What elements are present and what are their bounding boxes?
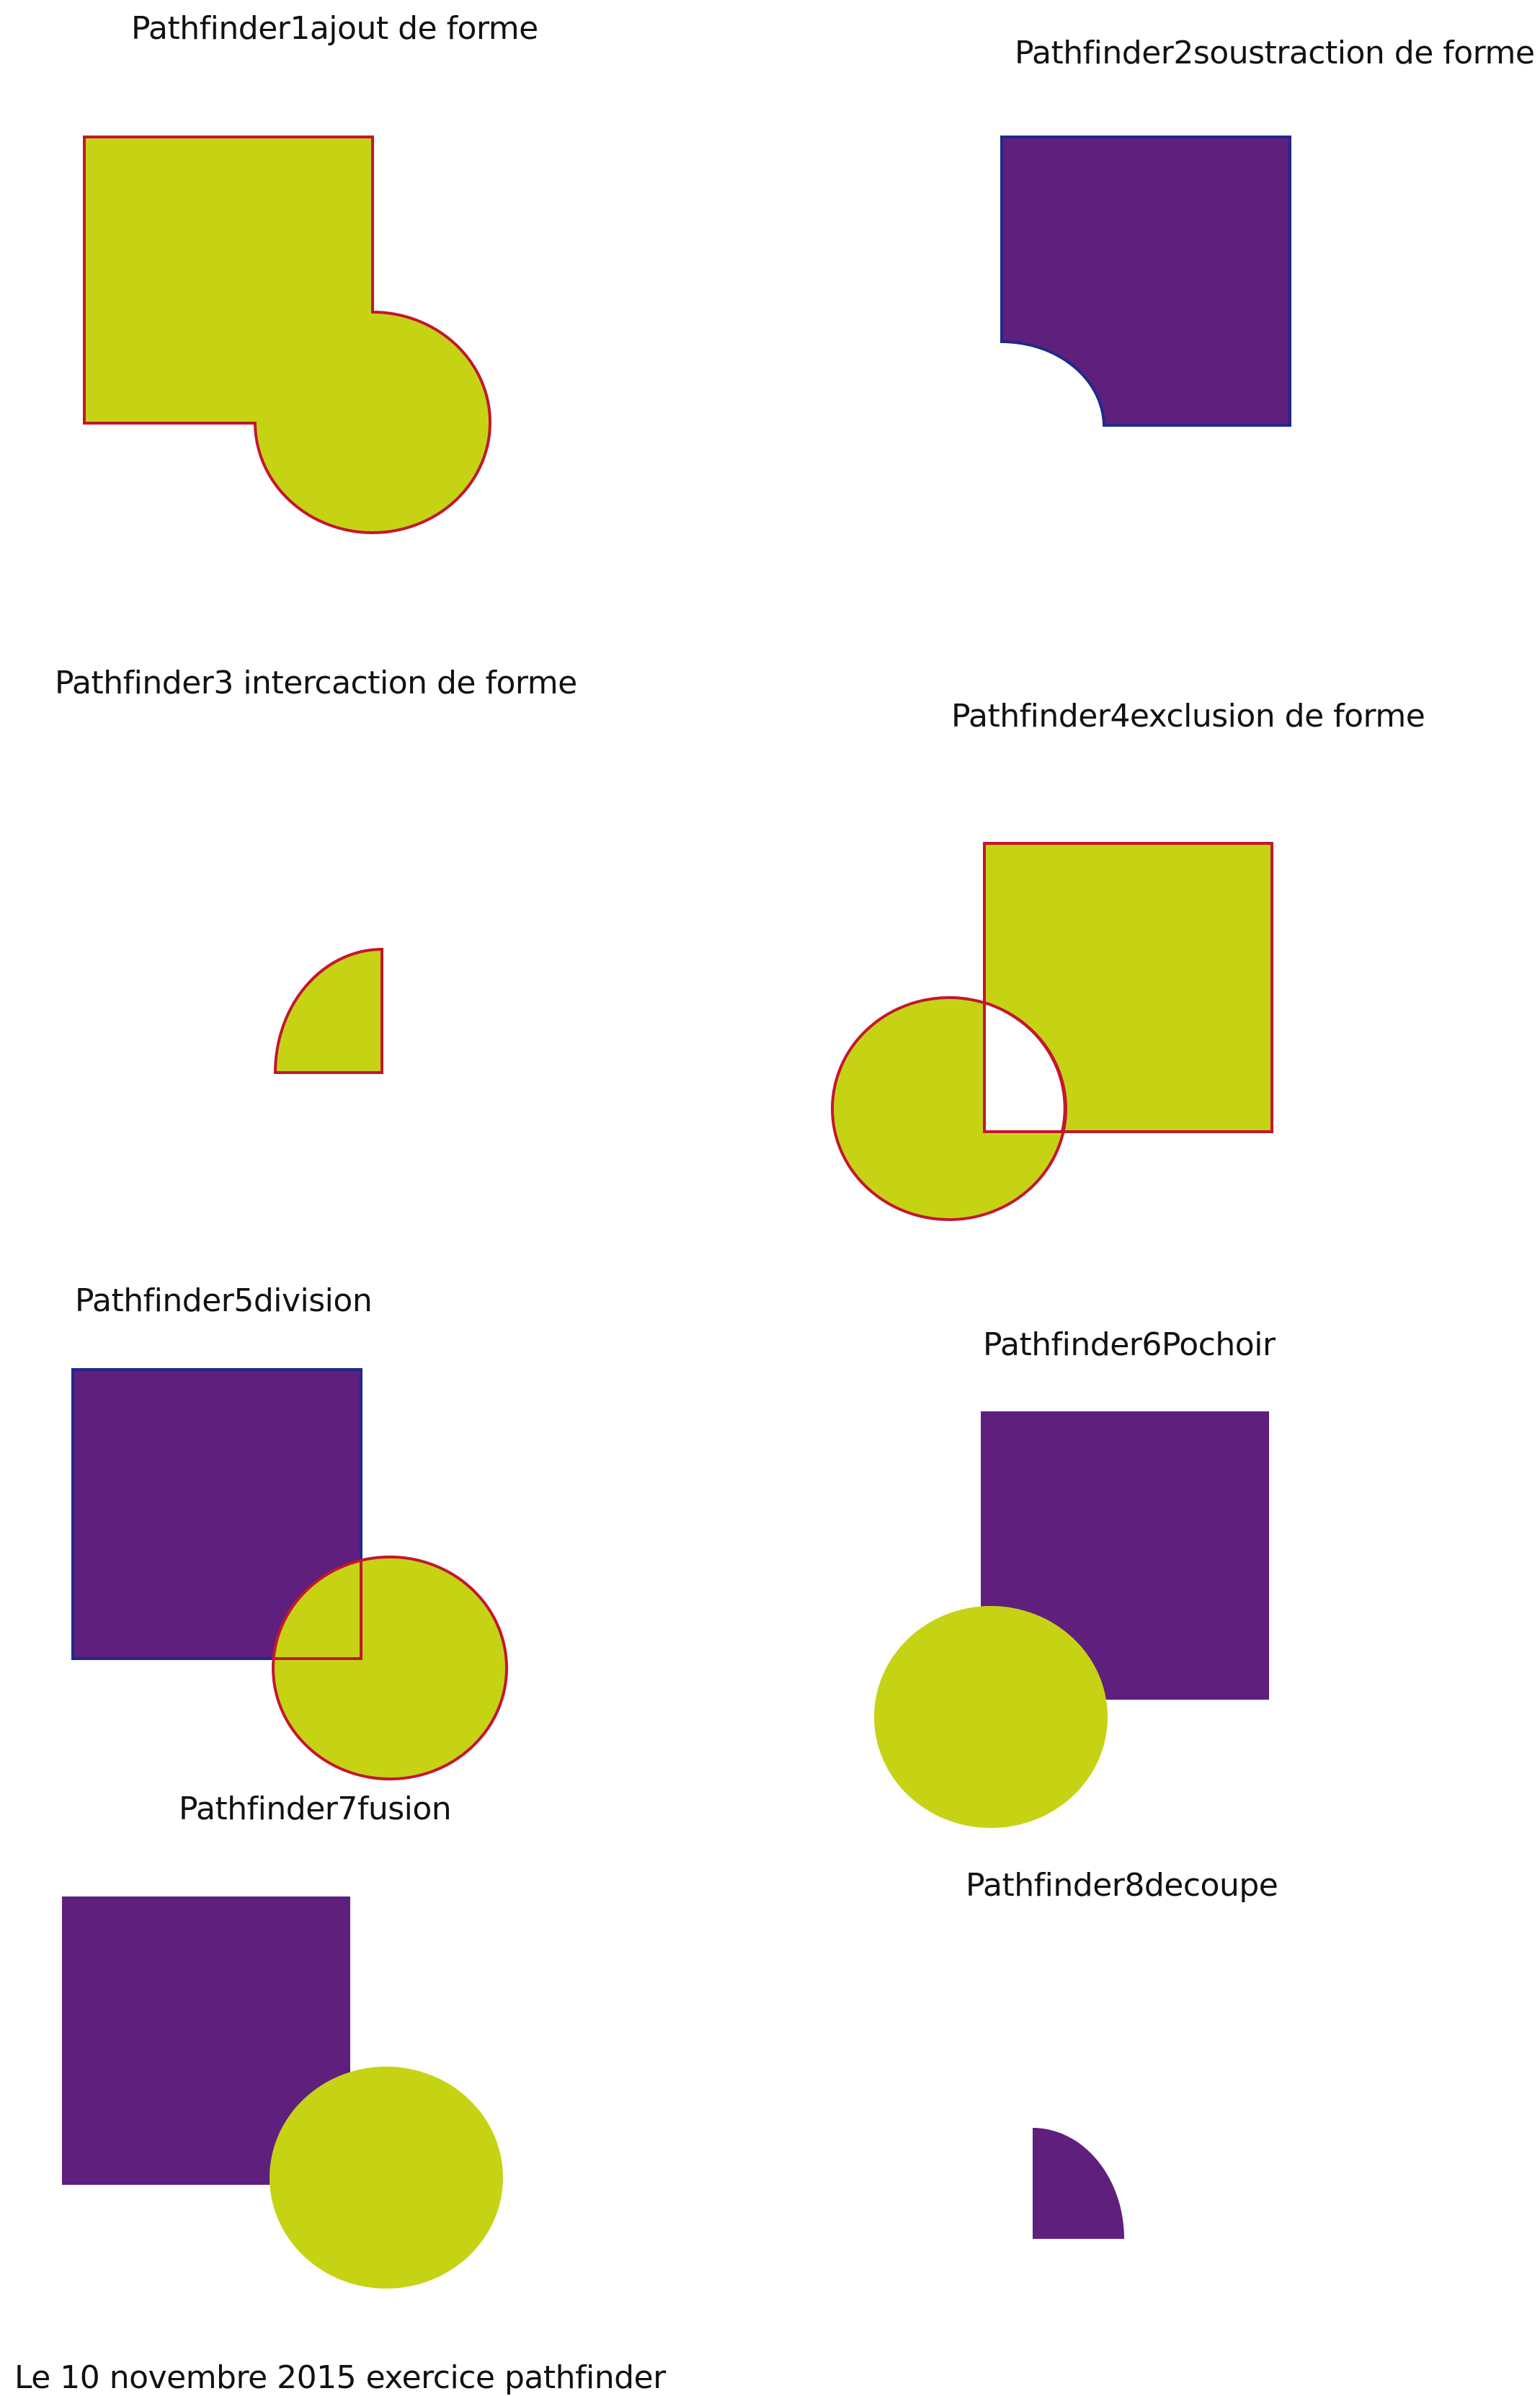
label-pathfinder-2: Pathfinder2soustraction de forme (1015, 35, 1535, 71)
label-pathfinder-8: Pathfinder8decoupe (966, 1867, 1278, 1904)
unite-merged-shape (83, 136, 491, 534)
footer-caption: Le 10 novembre 2015 exercice pathfinder (14, 2359, 666, 2396)
shape-unite (83, 136, 491, 534)
label-pathfinder-5: Pathfinder5division (75, 1282, 373, 1319)
minus-front-shape (1000, 136, 1291, 427)
shape-stencil (874, 1411, 1269, 1828)
divide-overlap-outline (274, 1560, 362, 1660)
shape-divide (71, 1368, 508, 1780)
stencil-circle (874, 1606, 1108, 1828)
shape-intersect (273, 947, 383, 1074)
shape-crop (1033, 2128, 1124, 2239)
label-pathfinder-1: Pathfinder1ajout de forme (131, 10, 538, 47)
exclude-overlap-hole (984, 1003, 1065, 1132)
crop-quarter-shape (1033, 2128, 1124, 2239)
merge-circle (270, 2067, 503, 2289)
shape-minus-front (1000, 136, 1291, 427)
shape-exclude (831, 842, 1273, 1221)
shape-merge (62, 1896, 503, 2289)
label-pathfinder-7: Pathfinder7fusion (179, 1791, 452, 1827)
exclude-overlap-outline (983, 1000, 1067, 1133)
label-pathfinder-4: Pathfinder4exclusion de forme (951, 698, 1425, 735)
divide-circle (272, 1556, 508, 1780)
label-pathfinder-6: Pathfinder6Pochoir (983, 1326, 1276, 1363)
label-pathfinder-3: Pathfinder3 intercaction de forme (55, 665, 577, 701)
intersect-quarter-shape (273, 947, 383, 1074)
